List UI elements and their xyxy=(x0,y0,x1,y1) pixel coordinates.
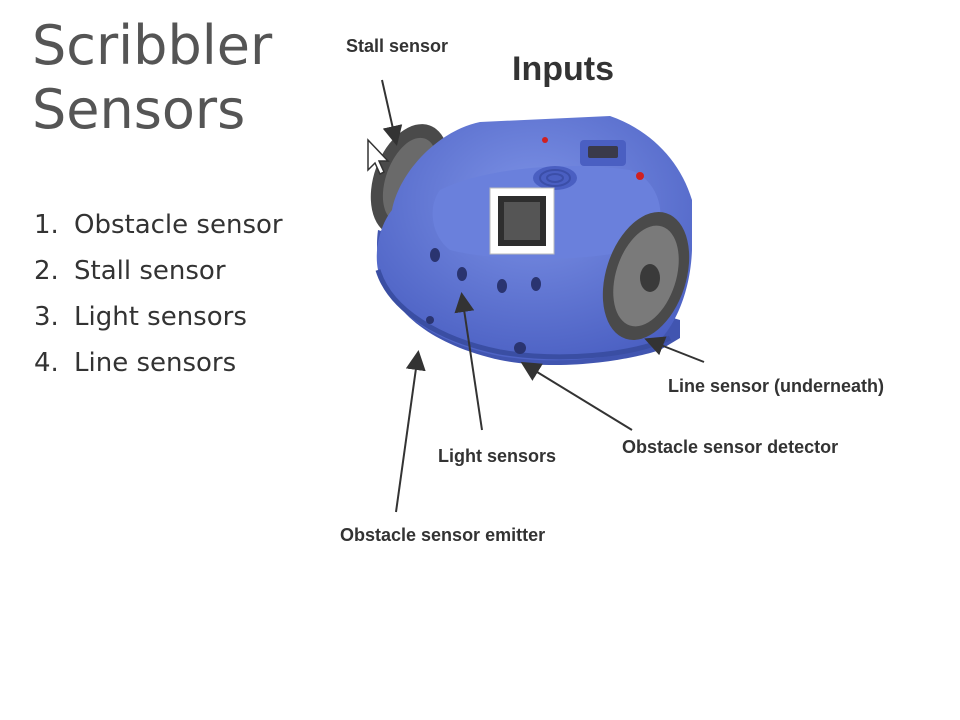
title-line-2: Sensors xyxy=(32,78,246,141)
processor-chip xyxy=(489,187,555,255)
line-sensor-label: Line sensor (underneath) xyxy=(668,376,885,396)
obstacle-detector-label: Obstacle sensor detector xyxy=(622,437,839,457)
serial-port xyxy=(580,140,626,166)
red-led xyxy=(542,137,548,143)
cursor-icon xyxy=(367,138,390,176)
obstacle-detector xyxy=(514,342,526,354)
robot-figure: Stall sensor Inputs Line sensor (underne… xyxy=(330,20,950,560)
red-led xyxy=(636,172,644,180)
list-item: 1.Obstacle sensor xyxy=(34,210,283,240)
slide-title: Scribbler Sensors xyxy=(32,14,272,142)
stall-sensor-label: Stall sensor xyxy=(346,36,449,56)
callout-arrows xyxy=(381,79,705,513)
right-wheel xyxy=(602,212,690,340)
light-sensor-holes xyxy=(430,248,541,293)
speaker-grille xyxy=(533,166,577,190)
sensor-list: 1.Obstacle sensor 2.Stall sensor 3.Light… xyxy=(34,205,283,389)
light-sensors-label: Light sensors xyxy=(438,446,557,466)
robot-rim xyxy=(375,269,672,360)
list-item: 4.Line sensors xyxy=(34,348,237,378)
emitter-arrow xyxy=(395,350,426,513)
stall-arrow xyxy=(381,79,403,146)
line-sensor-arrow xyxy=(644,336,705,363)
list-item: 3.Light sensors xyxy=(34,302,247,332)
obstacle-emitter-label: Obstacle sensor emitter xyxy=(340,525,546,545)
light-arrow xyxy=(454,292,483,431)
list-item: 2.Stall sensor xyxy=(34,256,226,286)
robot-illustration xyxy=(367,79,705,513)
detector-arrow xyxy=(520,361,633,431)
inputs-heading: Inputs xyxy=(512,50,614,88)
title-line-1: Scribbler xyxy=(32,14,273,77)
obstacle-emitter xyxy=(426,316,434,324)
